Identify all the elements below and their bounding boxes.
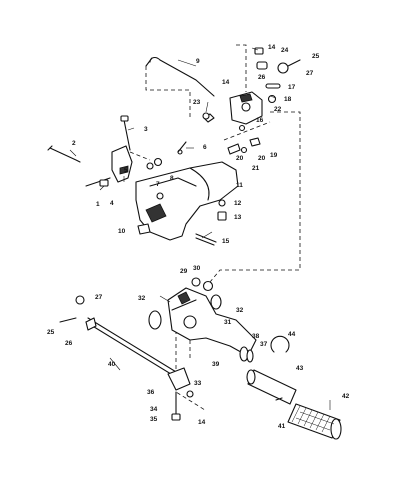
callout-38: 38	[252, 333, 260, 340]
part-24-nut	[254, 47, 268, 70]
part-16-spring	[238, 124, 246, 132]
callout-31: 31	[224, 319, 232, 326]
callout-9: 9	[196, 58, 200, 65]
part-4-screw	[85, 177, 111, 187]
part-32-tube-housing	[167, 287, 257, 357]
callout-26-top: 26	[258, 74, 266, 81]
callout-40: 40	[108, 361, 116, 368]
callout-6: 6	[203, 144, 207, 151]
callout-36: 36	[147, 389, 155, 396]
part-7-washer	[146, 157, 163, 170]
part-17-pin	[265, 83, 281, 89]
callout-8: 8	[170, 175, 174, 182]
part-13-screw	[217, 211, 227, 221]
part-11-steering-housing	[135, 161, 239, 241]
callout-25-lower: 25	[47, 329, 55, 336]
part-5-throttle-bracket	[111, 145, 133, 183]
callout-27-lower: 27	[95, 294, 103, 301]
callout-11: 11	[236, 182, 243, 189]
callout-44: 44	[288, 331, 296, 338]
callout-13: 13	[234, 214, 242, 221]
callout-2: 2	[72, 140, 76, 147]
callout-26-lower: 26	[65, 340, 73, 347]
callout-17: 17	[288, 84, 296, 91]
part-6-link	[177, 141, 187, 155]
part-27-knob	[277, 59, 301, 74]
callout-39: 39	[212, 361, 220, 368]
callout-15: 15	[222, 238, 230, 245]
part-31-washer	[210, 294, 222, 310]
parts-25-26-27-lower-left	[59, 295, 97, 331]
callout-3: 3	[144, 126, 148, 133]
callout-34: 34	[150, 406, 158, 413]
callout-25-top: 25	[312, 53, 320, 60]
callout-43: 43	[296, 365, 304, 372]
parts-37-38-seal	[239, 346, 254, 363]
part-23-screw	[202, 112, 215, 123]
part-2-wire-clip	[47, 145, 81, 163]
callout-42: 42	[342, 393, 350, 400]
callout-16: 16	[256, 117, 264, 124]
part-43-grip	[246, 369, 297, 405]
callout-33: 33	[194, 380, 202, 387]
part-3-bolt	[120, 115, 131, 151]
callout-22: 22	[274, 106, 282, 113]
callout-14-lower: 14	[198, 419, 206, 426]
parts-19-20-21-linkage	[227, 137, 261, 155]
callout-19: 19	[270, 152, 278, 159]
callout-32-left: 32	[138, 295, 146, 302]
part-12-washer	[218, 199, 226, 207]
callout-20-right: 20	[258, 155, 266, 162]
callout-labels: 1 2 3 4 5 6 7 8 9 10 11 12 13 14 14 14 1…	[47, 44, 350, 430]
callout-18: 18	[284, 96, 292, 103]
callout-29: 29	[180, 268, 188, 275]
parts-33-36-clamp	[167, 367, 194, 421]
callout-4: 4	[110, 200, 114, 207]
part-44-clip	[270, 335, 290, 353]
part-40-steering-rod	[85, 317, 187, 383]
callout-10: 10	[118, 228, 126, 235]
part-9-link-rod	[145, 57, 215, 97]
callout-1: 1	[96, 201, 100, 208]
callout-23: 23	[193, 99, 201, 106]
callout-21: 21	[252, 165, 260, 172]
part-32-washer-left	[148, 310, 162, 330]
part-29-30-fitting	[191, 277, 214, 292]
part-42-knurled-handle	[287, 403, 342, 440]
callout-32-right: 32	[236, 307, 244, 314]
callout-37: 37	[260, 341, 268, 348]
callout-27-top: 27	[306, 70, 314, 77]
callout-7: 7	[156, 181, 160, 188]
callout-5: 5	[124, 167, 128, 174]
part-10-nut	[137, 223, 151, 235]
callout-35: 35	[150, 416, 158, 423]
callout-30: 30	[193, 265, 201, 272]
callout-41: 41	[278, 423, 286, 430]
callout-24: 24	[281, 47, 289, 54]
callout-12: 12	[234, 200, 242, 207]
part-22-cam-bracket	[229, 91, 263, 125]
callout-14-top: 14	[268, 44, 276, 51]
part-41-screw	[275, 397, 283, 401]
part-15-rod	[195, 233, 217, 246]
callout-20-left: 20	[236, 155, 244, 162]
callout-14-mid: 14	[222, 79, 230, 86]
callout-leaders	[69, 47, 331, 410]
